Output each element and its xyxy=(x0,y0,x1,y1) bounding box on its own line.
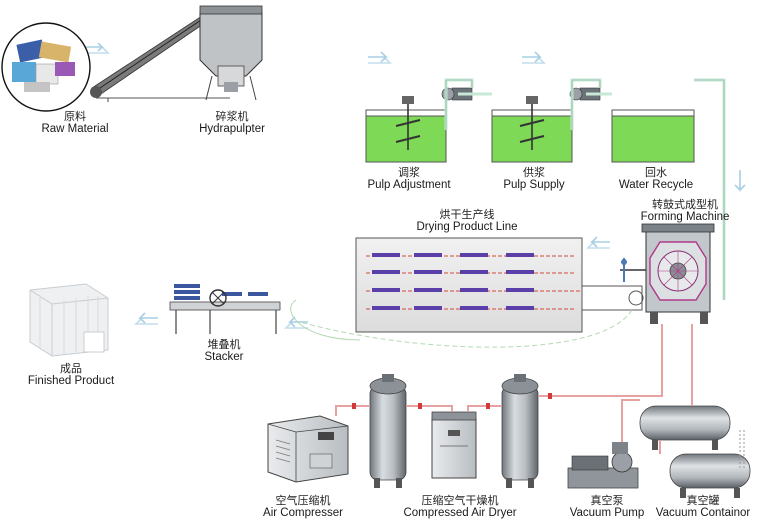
forming-machine-cn: 转鼓式成型机 xyxy=(652,198,718,211)
air-compressor-cn: 空气压缩机 xyxy=(275,494,331,507)
drying-line-cn: 烘干生产线 xyxy=(439,208,495,221)
label-pulp-adjustment: 调浆 Pulp Adjustment xyxy=(354,166,464,192)
air-dryer-cn: 压缩空气干燥机 xyxy=(421,494,499,507)
air-dryer-en: Compressed Air Dryer xyxy=(403,507,517,519)
hydrapulpter-cn: 碎浆机 xyxy=(215,110,249,123)
label-pulp-supply: 供浆 Pulp Supply xyxy=(484,166,584,192)
label-water-recycle: 回水 Water Recycle xyxy=(604,166,708,192)
vacuum-pump-icon xyxy=(567,442,639,489)
arrow-stacker-to-product xyxy=(134,312,158,325)
vacuum-pump-en: Vacuum Pump xyxy=(569,507,645,519)
air-compressor-icon xyxy=(267,415,349,483)
arrow-pulper-to-adjust xyxy=(368,51,392,64)
arrow-drying-to-stacker xyxy=(284,316,308,329)
label-drying-line: 烘干生产线 Drying Product Line xyxy=(400,208,534,234)
vacuum-container-en: Vacuum Containor xyxy=(655,507,751,519)
air-dryer-icon xyxy=(431,411,477,479)
drying-line-en: Drying Product Line xyxy=(416,221,518,233)
finished-product-icon xyxy=(29,283,109,357)
pulp-adjustment-cn: 调浆 xyxy=(398,166,420,179)
raw-material-cn: 原料 xyxy=(64,110,86,123)
label-vacuum-pump: 真空泵 Vacuum Pump xyxy=(562,494,652,520)
water-recycle-cn: 回水 xyxy=(645,166,667,179)
hydrapulper-icon xyxy=(90,5,263,102)
pulp-supply-en: Pulp Supply xyxy=(503,179,565,191)
raw-material-en: Raw Material xyxy=(41,123,109,135)
forming-machine-en: Forming Machine xyxy=(640,211,730,223)
label-raw-material: 原料 Raw Material xyxy=(30,110,120,136)
vacuum-container-icon xyxy=(639,405,751,498)
pulp-adjustment-en: Pulp Adjustment xyxy=(367,179,451,191)
raw-material-icon xyxy=(1,22,91,112)
hydrapulpter-en: Hydrapulpter xyxy=(199,123,265,135)
label-stacker: 堆叠机 Stacker xyxy=(184,338,264,364)
valves xyxy=(352,393,552,409)
drying-line-icon xyxy=(290,237,644,348)
arrow-forming-to-drying xyxy=(586,236,610,249)
stacker-icon xyxy=(169,284,281,334)
air-tank-left xyxy=(369,374,407,488)
pulp-tanks xyxy=(365,78,726,300)
stacker-en: Stacker xyxy=(204,351,244,363)
label-air-compressor: 空气压缩机 Air Compresser xyxy=(248,494,358,520)
label-air-dryer: 压缩空气干燥机 Compressed Air Dryer xyxy=(394,494,526,520)
finished-product-en: Finished Product xyxy=(27,375,115,387)
air-pipes xyxy=(335,324,693,454)
label-forming-machine: 转鼓式成型机 Forming Machine xyxy=(626,198,744,224)
vacuum-pump-cn: 真空泵 xyxy=(590,494,624,507)
arrow-raw-to-pulper xyxy=(86,42,110,54)
finished-product-cn: 成品 xyxy=(60,362,82,375)
flow-arrows xyxy=(86,42,746,329)
air-tank-right xyxy=(501,374,539,488)
label-hydrapulpter: 碎浆机 Hydrapulpter xyxy=(184,110,280,136)
arrow-adjust-to-supply xyxy=(522,51,546,64)
arrow-down-to-forming xyxy=(734,170,746,192)
air-compressor-en: Air Compresser xyxy=(263,507,343,519)
water-recycle-en: Water Recycle xyxy=(618,179,694,191)
label-vacuum-container: 真空罐 Vacuum Containor xyxy=(650,494,756,520)
label-finished-product: 成品 Finished Product xyxy=(16,362,126,388)
pulp-supply-cn: 供浆 xyxy=(523,166,545,179)
vacuum-container-cn: 真空罐 xyxy=(686,494,720,507)
forming-machine-icon xyxy=(620,223,715,324)
stacker-cn: 堆叠机 xyxy=(207,338,241,351)
